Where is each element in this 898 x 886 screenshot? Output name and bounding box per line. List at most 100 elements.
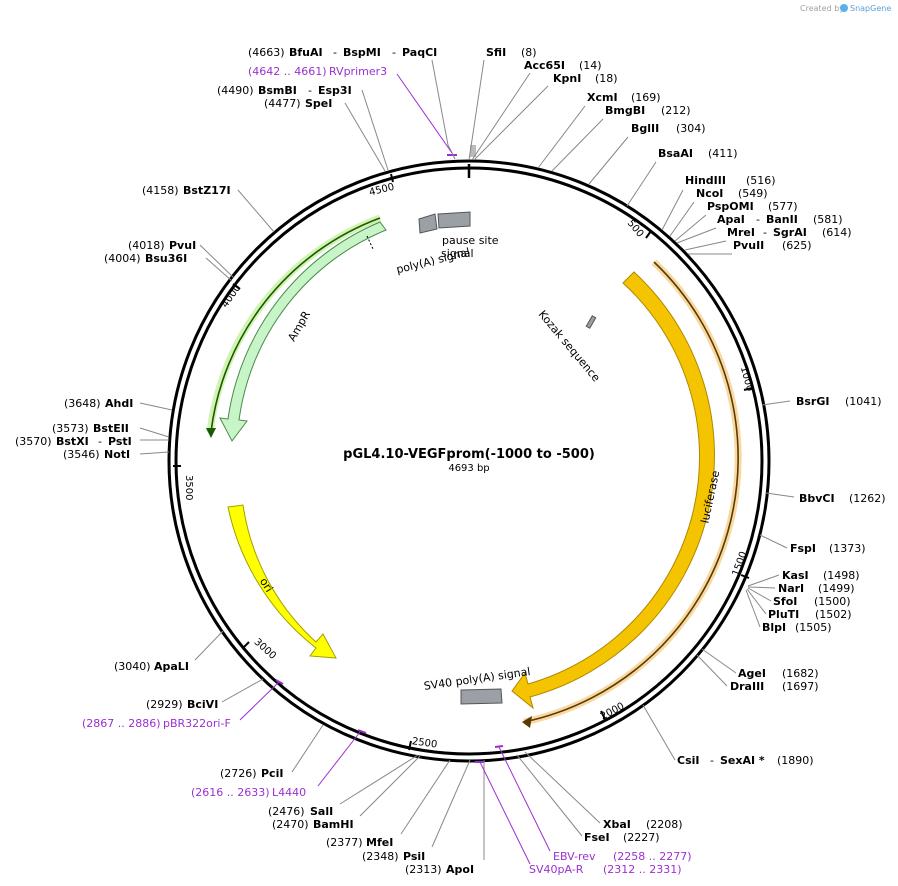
site-label-bfuai[interactable]: (4663) BfuAI - BspMI - PaqCI (248, 41, 437, 60)
sv40-polya-feature[interactable]: SV40 poly(A) signal (423, 665, 531, 705)
site-label-draiii[interactable]: DraIII (1697) (730, 675, 819, 694)
snapgene-logo-icon (840, 4, 848, 12)
site-label-bsu36i[interactable]: (4004) Bsu36I (104, 247, 187, 266)
backbone-outer (167, 159, 771, 763)
site-label-sfoi[interactable]: SfoI (1500) (773, 590, 851, 609)
leader-line (745, 589, 761, 628)
leader-line (344, 102, 386, 172)
site-label-hindiii[interactable]: HindIII (516) (685, 169, 776, 188)
site-label-apoi[interactable]: (2313) ApoI (405, 858, 474, 877)
leader-line (339, 754, 419, 805)
ampr-arrow (219, 221, 387, 442)
site-label-bsteii[interactable]: (3573) BstEII (52, 417, 129, 436)
site-label-bglii[interactable]: BglII (304) (631, 117, 706, 136)
site-label-mrei[interactable]: MreI - SgrAI (614) (727, 221, 852, 240)
site-label-bamhi[interactable]: (2470) BamHI (272, 813, 354, 832)
site-label-bbvci[interactable]: BbvCI (1262) (799, 487, 886, 506)
site-label-kasi[interactable]: KasI (1498) (782, 564, 860, 583)
primer-leader-line (239, 681, 280, 721)
credit-brand: SnapGene (850, 4, 891, 13)
polya-label: poly(A) signal (395, 245, 471, 276)
leader-line (747, 586, 776, 589)
site-label-pspomi[interactable]: PspOMI (577) (707, 195, 798, 214)
site-label-pcii[interactable]: (2726) PciI (220, 762, 283, 781)
ampr-feature[interactable]: AmpR (206, 214, 387, 442)
polya-pause-feature[interactable]: pause site signal poly(A) signal (395, 211, 499, 276)
tick-mark-4500 (390, 173, 394, 183)
site-label-apai[interactable]: ApaI - BanII (581) (717, 208, 843, 227)
kozak-feature[interactable]: Kozak sequence (536, 308, 603, 385)
site-label-xbai[interactable]: XbaI (2208) (603, 813, 683, 832)
leader-line (139, 451, 170, 455)
primer-label-rvprimer3[interactable]: (4642 .. 4661) RVprimer3 (248, 60, 387, 79)
site-label-fspi[interactable]: FspI (1373) (790, 537, 866, 556)
primer-leader-line (498, 746, 551, 852)
luciferase-feature[interactable]: luciferase (511, 259, 742, 728)
leader-line (431, 759, 471, 848)
tick-mark-3000 (242, 641, 250, 649)
tick-mark-1000 (743, 387, 753, 391)
pause-box (437, 211, 471, 229)
site-label-ncoi[interactable]: NcoI (549) (696, 182, 768, 201)
site-label-sfii[interactable]: SfiI (8) (486, 41, 537, 60)
primer-label-l4440[interactable]: (2616 .. 2633) L4440 (191, 781, 306, 800)
site-label-apali[interactable]: (3040) ApaLI (114, 655, 189, 674)
signal-label: signal (441, 247, 474, 260)
site-label-nari[interactable]: NarI (1499) (778, 577, 855, 596)
site-label-kpni[interactable]: KpnI (18) (553, 67, 618, 86)
site-label-noti[interactable]: (3546) NotI (63, 443, 130, 462)
leader-line (765, 492, 795, 498)
site-label-spei[interactable]: (4477) SpeI (264, 92, 332, 111)
leader-line (205, 257, 233, 282)
leader-line (468, 59, 485, 161)
leader-line (516, 754, 583, 837)
site-label-agei[interactable]: AgeI (1682) (738, 662, 819, 681)
leader-line (471, 72, 531, 161)
primer-label-pbr322ori[interactable]: (2867 .. 2886) pBR322ori-F (82, 712, 231, 731)
site-label-ahdi[interactable]: (3648) AhdI (64, 392, 133, 411)
tick-marks: 500 1000 1500 2000 2500 3000 3500 4000 4… (173, 173, 755, 751)
site-label-fsei[interactable]: FseI (2227) (584, 826, 660, 845)
leader-line (221, 678, 264, 703)
site-label-acc65i[interactable]: Acc65I (14) (524, 54, 602, 73)
site-label-bsaai[interactable]: BsaAI (411) (658, 142, 738, 161)
leader-line (524, 751, 601, 824)
primer-label-sv40pa-r[interactable]: SV40pA-R (2312 .. 2331) (529, 858, 682, 877)
site-label-pluti[interactable]: PluTI (1502) (768, 603, 852, 622)
primer-leader-line (396, 73, 453, 154)
leader-line (761, 400, 791, 406)
site-label-csii[interactable]: CsiI - SexAI * (1890) (677, 749, 814, 768)
leader-line (194, 630, 224, 661)
leader-line (701, 648, 737, 674)
leader-line (537, 105, 586, 169)
site-label-bsmbi[interactable]: (4490) BsmBI - Esp3I (217, 79, 352, 98)
leader-line (291, 724, 324, 773)
kozak-box (585, 315, 597, 329)
leader-lines (139, 59, 795, 860)
site-label-bsrgi[interactable]: BsrGI (1041) (796, 390, 882, 409)
site-label-pvui[interactable]: (4018) PvuI (128, 234, 196, 253)
tick-label-3500: 3500 (183, 475, 194, 500)
site-label-mfei[interactable]: (2377) MfeI (326, 831, 393, 850)
site-label-bstxi[interactable]: (3570) BstXI - PstI (15, 430, 132, 449)
primer-label-ebv-rev[interactable]: EBV-rev (2258 .. 2277) (553, 845, 692, 864)
site-label-sali[interactable]: (2476) SalI (268, 800, 333, 819)
primer-marks (275, 154, 504, 763)
site-label-bstz17i[interactable]: (4158) BstZ17I (142, 179, 231, 198)
leader-line (669, 201, 695, 237)
leader-line (661, 189, 684, 231)
site-label-bcivi[interactable]: (2929) BciVI (146, 693, 218, 712)
site-label-xcmi[interactable]: XcmI (169) (587, 86, 661, 105)
site-label-bmgbi[interactable]: BmgBI (212) (605, 99, 691, 118)
leader-line (626, 161, 657, 207)
ori-feature[interactable]: ori (227, 504, 337, 659)
site-label-psii[interactable]: (2348) PsiI (362, 845, 425, 864)
credit-prefix: Created by (800, 4, 844, 13)
tick-label-2500: 2500 (411, 736, 438, 750)
luciferase-arrow (511, 271, 715, 710)
site-label-blpi[interactable]: BlpI (1505) (762, 616, 832, 635)
tick-mark-2500 (408, 740, 412, 751)
site-label-pvuii[interactable]: PvuII (625) (733, 234, 812, 253)
